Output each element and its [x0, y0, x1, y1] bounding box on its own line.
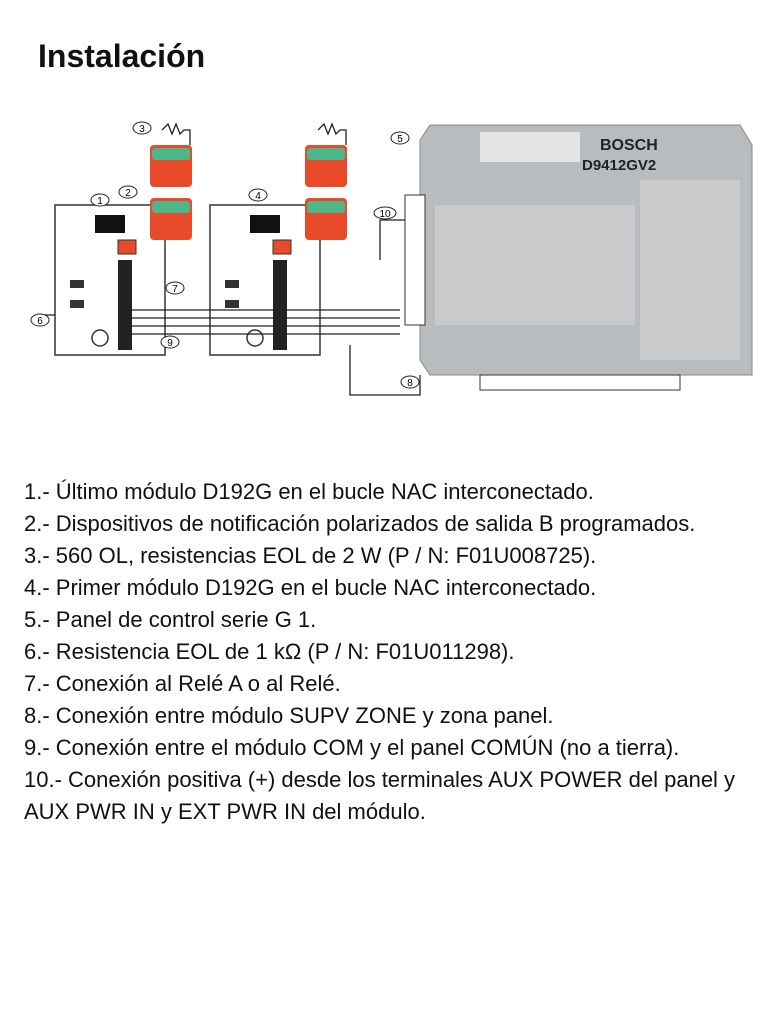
legend-item: 6.- Resistencia EOL de 1 kΩ (P / N: F01U…	[24, 639, 515, 664]
callout-9: 9	[160, 335, 180, 349]
panel-brand: BOSCH	[600, 137, 658, 154]
legend-item: 10.- Conexión positiva (+) desde los ter…	[24, 767, 736, 824]
svg-text:3: 3	[139, 124, 145, 135]
callout-3: 3	[132, 121, 152, 135]
control-panel: BOSCH D9412GV2	[419, 124, 753, 391]
callout-1: 1	[90, 193, 110, 207]
callout-8: 8	[400, 375, 420, 389]
svg-text:10: 10	[379, 209, 391, 220]
svg-text:2: 2	[125, 188, 131, 199]
module-board-4	[209, 204, 321, 356]
svg-text:5: 5	[397, 134, 403, 145]
svg-text:7: 7	[172, 284, 178, 295]
eol-resistors	[45, 122, 347, 316]
callouts: 1 2 3 4 5 6 7 8 9 10	[30, 121, 420, 389]
svg-text:4: 4	[255, 191, 261, 202]
callout-5: 5	[390, 131, 410, 145]
notification-devices-left	[150, 145, 192, 240]
svg-text:8: 8	[407, 378, 413, 389]
wiring-diagram: BOSCH D9412GV2 1 2 3 4 5 6 7 8 9 10	[30, 121, 753, 396]
callout-6: 6	[30, 313, 50, 327]
legend-item: 1.- Último módulo D192G en el bucle NAC …	[24, 479, 594, 504]
page-title: Instalación	[38, 38, 206, 74]
legend-item: 4.- Primer módulo D192G en el bucle NAC …	[24, 575, 597, 600]
notification-devices-right	[305, 145, 347, 240]
legend-item: 8.- Conexión entre módulo SUPV ZONE y zo…	[24, 703, 554, 728]
svg-text:9: 9	[167, 338, 173, 349]
legend-item: 2.- Dispositivos de notificación polariz…	[24, 511, 696, 536]
legend-item: 9.- Conexión entre el módulo COM y el pa…	[24, 735, 680, 760]
legend-item: 3.- 560 OL, resistencias EOL de 2 W (P /…	[24, 543, 597, 568]
callout-10: 10	[373, 206, 397, 220]
callout-2: 2	[118, 185, 138, 199]
panel-model: D9412GV2	[582, 157, 656, 174]
panel-terminal-strip	[404, 194, 426, 326]
legend-item: 7.- Conexión al Relé A o al Relé.	[24, 671, 341, 696]
svg-text:1: 1	[97, 196, 103, 207]
legend-item: 5.- Panel de control serie G 1.	[24, 607, 317, 632]
module-board-1	[54, 204, 166, 356]
legend-list: 1.- Último módulo D192G en el bucle NAC …	[24, 476, 764, 828]
wiring	[130, 219, 421, 396]
svg-text:6: 6	[37, 316, 43, 327]
callout-4: 4	[248, 188, 268, 202]
callout-7: 7	[165, 281, 185, 295]
